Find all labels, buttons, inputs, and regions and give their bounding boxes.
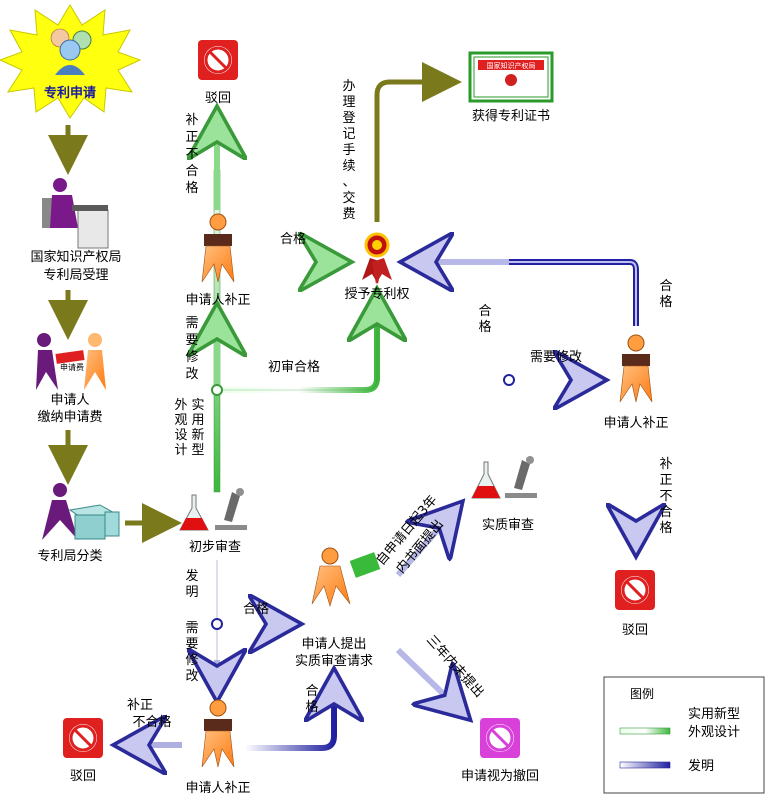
reject-bottom-node: 驳回 bbox=[63, 718, 103, 784]
money-icon bbox=[55, 350, 85, 364]
request-label-2: 实质审查请求 bbox=[295, 654, 373, 669]
microscope-icon bbox=[215, 488, 247, 530]
edge-ok-mid: 合格 bbox=[478, 304, 491, 335]
request-label-1: 申请人提出 bbox=[301, 636, 366, 652]
legend-utility-1: 实用新型 bbox=[688, 706, 740, 722]
fee-label-1: 申请人 bbox=[50, 393, 89, 408]
edge-ok-right: 合格 bbox=[659, 279, 672, 310]
legend-title: 图例 bbox=[630, 687, 654, 701]
classify-node: 专利局分类 bbox=[37, 483, 120, 564]
edge-ok-bottom: 合格 bbox=[305, 684, 318, 715]
edge-not-ok-right: 补正不合格 bbox=[659, 457, 672, 536]
classify-label: 专利局分类 bbox=[37, 549, 102, 564]
document-icon bbox=[349, 552, 381, 578]
invention-path bbox=[125, 262, 636, 748]
prelim-exam-node: 初步审查 bbox=[179, 488, 247, 555]
fee-label-2: 缴纳申请费 bbox=[37, 410, 102, 425]
edge-ok-invention: 合格 bbox=[243, 601, 269, 617]
amend-bottom-label: 申请人补正 bbox=[185, 781, 250, 796]
accept-label-1: 国家知识产权局 bbox=[30, 249, 121, 265]
edge-prelim-ok: 初审合格 bbox=[268, 359, 320, 375]
edge-ok-top: 合格 bbox=[280, 231, 306, 247]
amend-top-node: 申请人补正 bbox=[185, 213, 251, 308]
reject-icon bbox=[625, 580, 645, 600]
books-icon bbox=[204, 234, 232, 246]
edge-invention: 发明 bbox=[185, 568, 198, 600]
fee-card-label: 申请费 bbox=[60, 362, 84, 372]
amend-right-node: 申请人补正 bbox=[603, 334, 669, 431]
legend-utility-2: 外观设计 bbox=[688, 725, 740, 740]
reject-icon bbox=[73, 728, 93, 748]
legend: 图例 实用新型 外观设计 发明 bbox=[603, 676, 765, 794]
box-icon bbox=[74, 514, 106, 540]
utility-design-path bbox=[212, 118, 377, 493]
amend-bottom-node: 申请人补正 bbox=[185, 699, 251, 796]
application-node: 专利申请 bbox=[0, 4, 142, 119]
edge-labels: 补正不合格 合格 需要修改 初审合格 实用新型外观设计 办理登记手续、交费 合格… bbox=[127, 79, 673, 730]
edge-utility-design: 实用新型外观设计 bbox=[174, 398, 204, 458]
flask-icon bbox=[471, 461, 501, 499]
desk-icon bbox=[72, 205, 108, 211]
legend-invention: 发明 bbox=[688, 758, 714, 774]
legend-swatch-utility bbox=[619, 727, 671, 735]
prelim-label: 初步审查 bbox=[189, 540, 241, 555]
edge-need-modify-left: 需要修改 bbox=[185, 316, 198, 382]
substantive-label: 实质审查 bbox=[482, 518, 534, 533]
edge-register: 办理登记手续、交费 bbox=[342, 79, 355, 222]
amend-top-label: 申请人补正 bbox=[185, 293, 250, 308]
edge-not-ok-top: 补正不合格 bbox=[185, 113, 198, 196]
main-flow-arrows bbox=[48, 62, 462, 543]
books-icon bbox=[622, 354, 650, 366]
reject-top-node: 驳回 bbox=[198, 40, 238, 106]
microscope-icon bbox=[505, 456, 537, 498]
reject-right-label: 驳回 bbox=[622, 623, 648, 638]
pay-fee-node: 申请费 申请人 缴纳申请费 bbox=[36, 333, 106, 425]
grant-label: 授予专利权 bbox=[344, 286, 409, 302]
withdraw-icon bbox=[490, 728, 510, 748]
legend-swatch-invention bbox=[619, 761, 671, 769]
accept-label-2: 专利局受理 bbox=[43, 268, 108, 283]
application-label: 专利申请 bbox=[44, 85, 96, 101]
substantive-exam-node: 实质审查 bbox=[471, 456, 537, 533]
edge-not-ok-bottom-1: 补正 bbox=[127, 698, 153, 713]
amend-right-label: 申请人补正 bbox=[603, 416, 668, 431]
reject-bottom-label: 驳回 bbox=[70, 769, 96, 784]
certificate-label: 获得专利证书 bbox=[472, 108, 550, 124]
certificate-node: 国家知识产权局 获得专利证书 bbox=[468, 51, 554, 124]
grant-node: 授予专利权 bbox=[344, 232, 410, 302]
reject-right-node: 驳回 bbox=[615, 570, 655, 638]
books-icon bbox=[204, 719, 232, 731]
certificate-heading: 国家知识产权局 bbox=[487, 61, 536, 70]
edge-not-ok-bottom-2: 不合格 bbox=[132, 714, 171, 730]
edge-not-in-3y: 三年内未提出 bbox=[423, 632, 487, 701]
request-exam-node: 申请人提出 实质审查请求 bbox=[295, 547, 381, 669]
withdrawn-label: 申请视为撤回 bbox=[461, 768, 539, 784]
reject-top-label: 驳回 bbox=[205, 91, 231, 106]
flask-icon bbox=[179, 494, 209, 531]
edge-need-modify-right: 需要修改 bbox=[530, 350, 582, 365]
certificate-icon bbox=[478, 60, 544, 70]
reject-icon bbox=[208, 50, 228, 70]
edge-need-modify-bottom: 需要修改 bbox=[185, 621, 198, 684]
office-accept-node: 国家知识产权局 专利局受理 bbox=[30, 178, 122, 283]
withdrawn-node: 申请视为撤回 bbox=[461, 718, 539, 784]
